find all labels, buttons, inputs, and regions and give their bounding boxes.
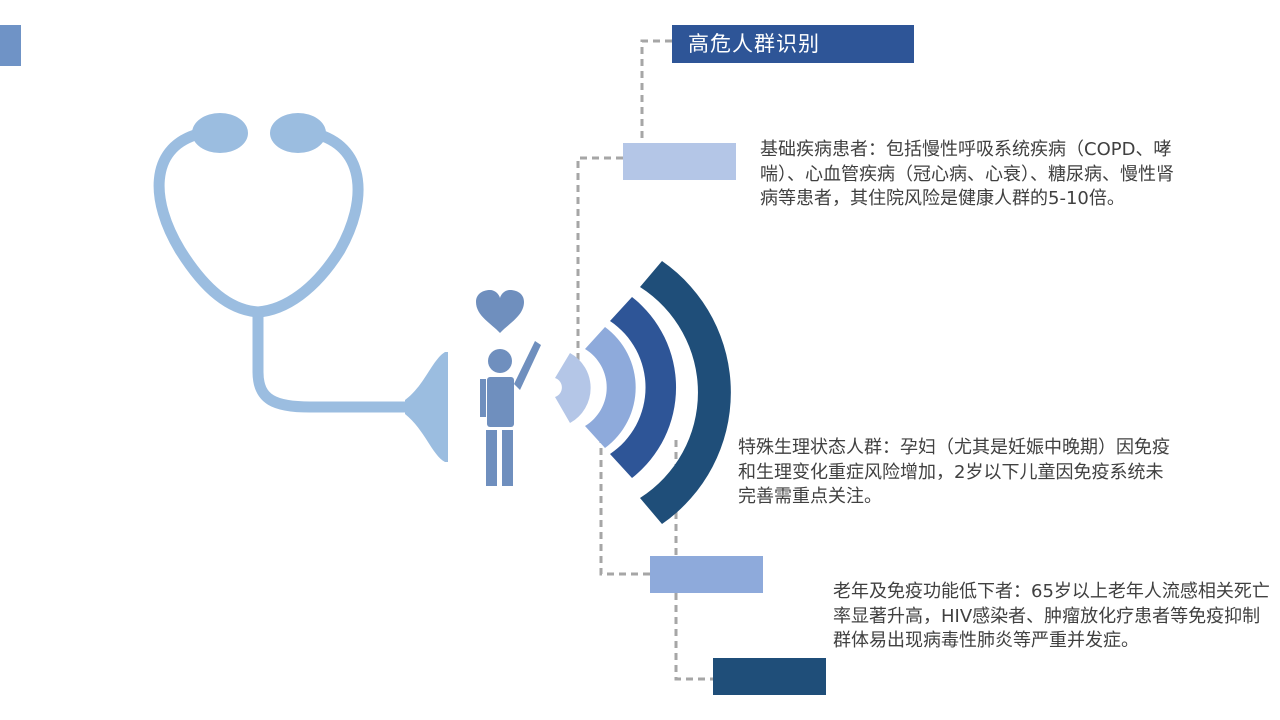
stethoscope-icon — [153, 129, 416, 413]
stethoscope-earpiece-left — [192, 113, 248, 153]
signal-waves-icon — [555, 261, 731, 524]
connector-group-2-left — [599, 425, 650, 576]
wave-3 — [610, 297, 677, 478]
group-1-marker-bar — [623, 143, 736, 180]
heart-icon — [476, 290, 524, 333]
group-3-marker-bar — [713, 658, 826, 695]
connector-group-3 — [674, 593, 713, 681]
wave-2 — [585, 327, 636, 448]
group-1-description: 基础疾病患者：包括慢性呼吸系统疾病（COPD、哮喘）、心血管疾病（冠心病、心衰）… — [760, 139, 1174, 209]
wave-4 — [640, 261, 731, 524]
connector-group-1 — [576, 156, 623, 372]
person-icon — [480, 341, 541, 486]
page-title: 高危人群识别 — [672, 25, 914, 63]
wave-1 — [555, 353, 591, 423]
dashed-connectors — [576, 39, 713, 681]
connector-title — [640, 39, 672, 143]
stethoscope-earpiece-right — [270, 113, 326, 153]
corner-accent-bar — [0, 25, 21, 66]
group-2-description: 特殊生理状态人群：孕妇（尤其是妊娠中晚期）因免疫和生理变化重症风险增加，2岁以下… — [738, 437, 1170, 507]
group-3-description: 老年及免疫功能低下者：65岁以上老年人流感相关死亡率显著升高，HIV感染者、肿瘤… — [833, 581, 1270, 651]
stethoscope-chestpiece — [405, 352, 448, 462]
group-2-marker-bar — [650, 556, 763, 593]
